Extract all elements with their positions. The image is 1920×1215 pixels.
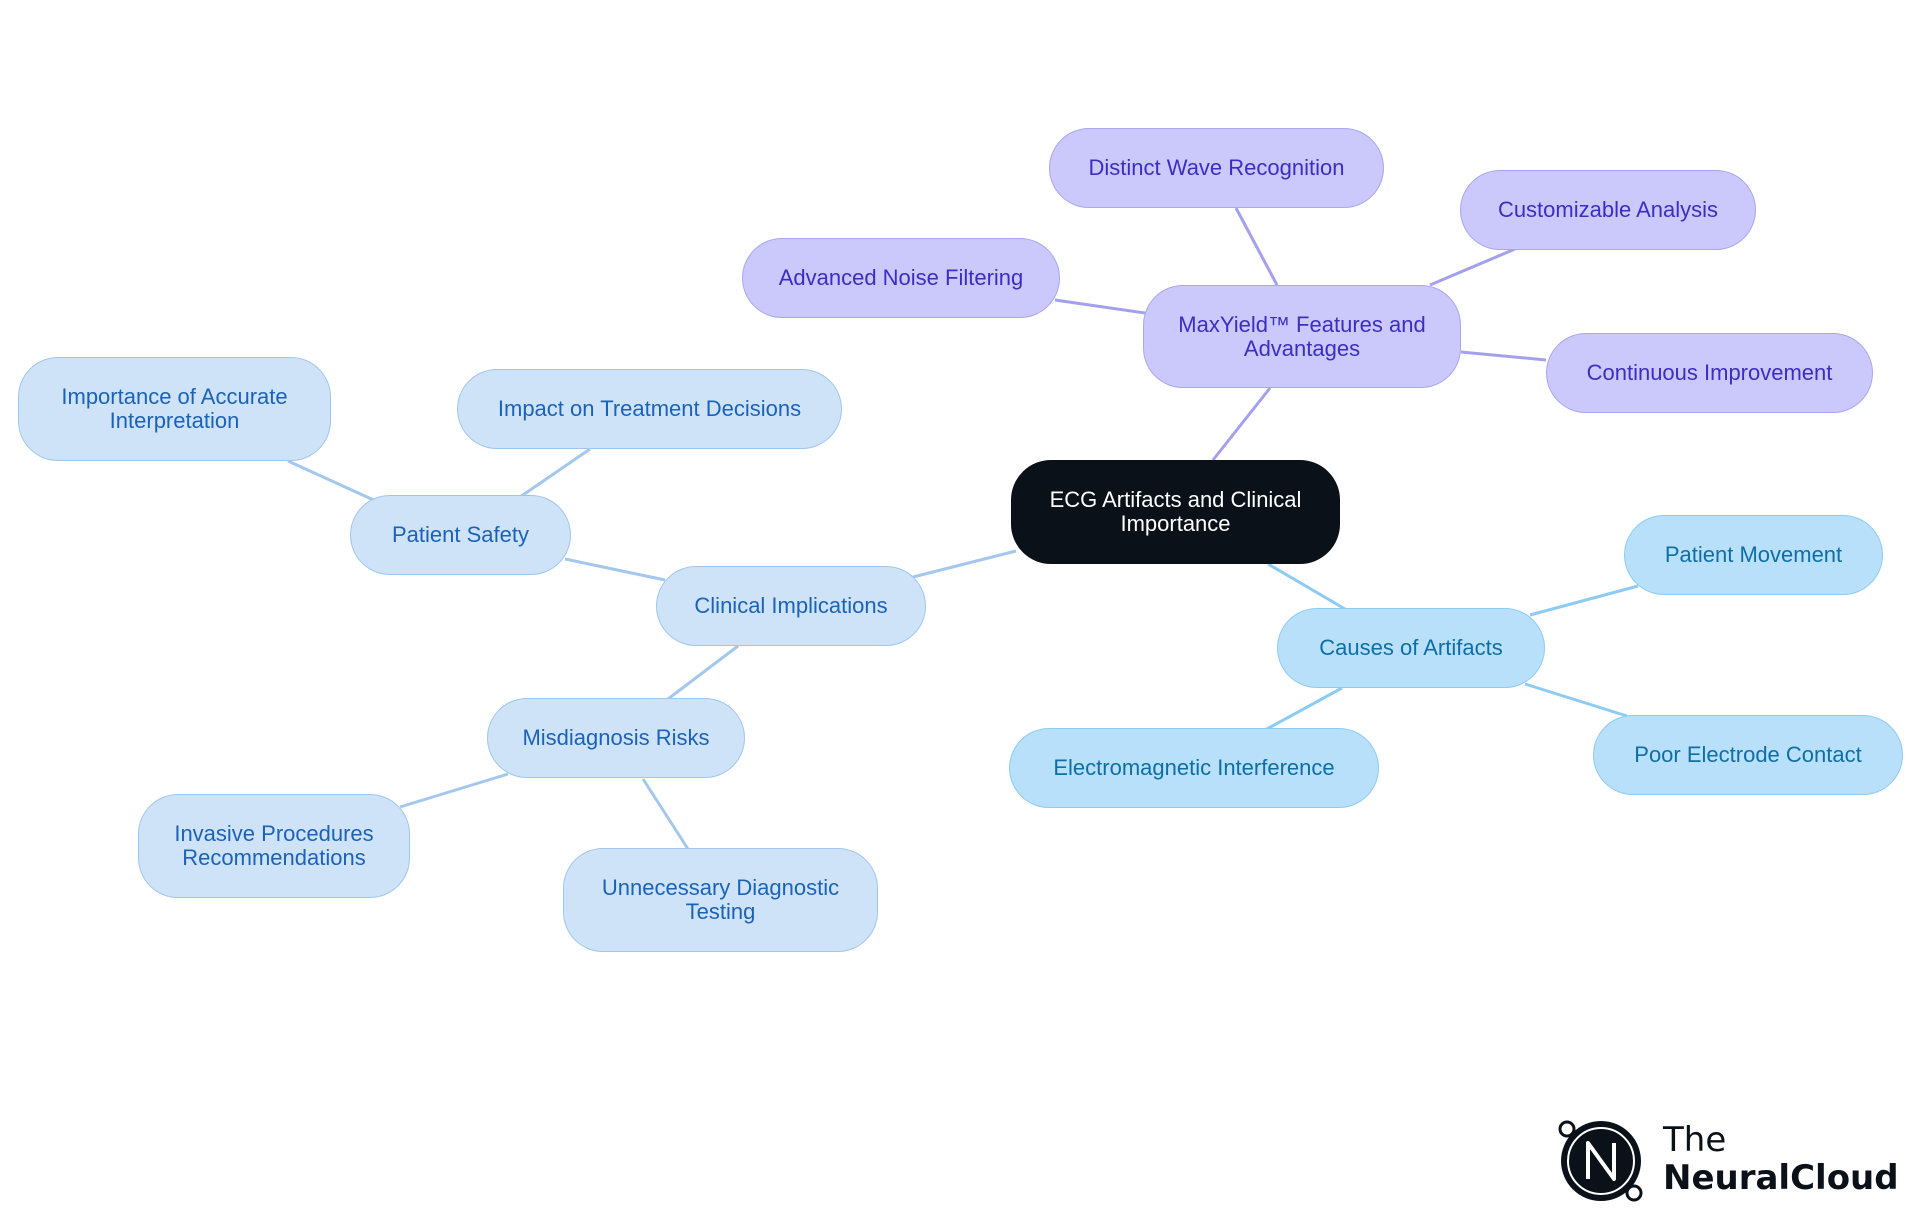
node-poor-electrode-contact: Poor Electrode Contact: [1593, 715, 1903, 795]
neuralcloud-logo-mark: [1558, 1120, 1643, 1202]
node-distinct-wave-recognition: Distinct Wave Recognition: [1049, 128, 1384, 208]
node-clinical-implications: Clinical Implications: [656, 566, 926, 646]
root-node: ECG Artifacts and Clinical Importance: [1011, 460, 1340, 564]
edge-safety-accurate: [287, 459, 379, 504]
neuralcloud-logo: The NeuralCloud: [1555, 1115, 1899, 1207]
node-label: Continuous Improvement: [1586, 360, 1833, 385]
node-causes-of-artifacts: Causes of Artifacts: [1277, 608, 1545, 688]
logo-line-1: The: [1663, 1120, 1727, 1160]
edge-maxyield-continuous: [1460, 350, 1547, 362]
node-impact-treatment-decisions: Impact on Treatment Decisions: [457, 369, 842, 449]
node-electromagnetic-interference: Electromagnetic Interference: [1009, 728, 1379, 808]
node-label: Patient Movement: [1664, 542, 1843, 567]
node-importance-accurate-interpretation: Importance of Accurate Interpretation: [18, 357, 331, 461]
node-invasive-procedures: Invasive Procedures Recommendations: [138, 794, 410, 898]
edge-root-clinical: [912, 549, 1017, 579]
edge-misdiagnosis-invasive: [399, 772, 509, 809]
node-customizable-analysis: Customizable Analysis: [1460, 170, 1756, 250]
edge-maxyield-custom: [1429, 247, 1516, 287]
edge-causes-movement: [1529, 584, 1639, 617]
edge-maxyield-wave: [1234, 207, 1279, 286]
node-label: Electromagnetic Interference: [1053, 755, 1335, 780]
edge-root-causes: [1267, 562, 1346, 611]
node-advanced-noise-filtering: Advanced Noise Filtering: [742, 238, 1060, 318]
edge-misdiagnosis-testing: [641, 778, 690, 850]
logo-line-2: NeuralCloud: [1663, 1158, 1899, 1198]
node-misdiagnosis-risks: Misdiagnosis Risks: [487, 698, 745, 778]
edge-maxyield-noise: [1054, 298, 1146, 315]
neuralcloud-wordmark: The NeuralCloud: [1663, 1121, 1899, 1197]
edge-clinical-safety: [564, 557, 666, 582]
node-maxyield-features: MaxYield™ Features and Advantages: [1143, 285, 1461, 388]
node-label: Customizable Analysis: [1497, 197, 1719, 222]
node-label: Poor Electrode Contact: [1634, 742, 1862, 767]
node-label: Causes of Artifacts: [1319, 635, 1503, 660]
node-label: Misdiagnosis Risks: [522, 725, 710, 750]
edge-causes-emi: [1264, 686, 1343, 732]
node-label: Patient Safety: [392, 522, 529, 547]
edge-causes-electrode: [1524, 682, 1628, 718]
node-unnecessary-diagnostic-testing: Unnecessary Diagnostic Testing: [563, 848, 878, 952]
edge-safety-treatment: [519, 447, 591, 499]
root-label: ECG Artifacts and Clinical Importance: [1049, 487, 1302, 536]
node-label: Distinct Wave Recognition: [1088, 155, 1345, 180]
node-label: MaxYield™ Features and Advantages: [1178, 311, 1426, 361]
node-label: Invasive Procedures Recommendations: [174, 821, 374, 870]
node-label: Advanced Noise Filtering: [778, 265, 1024, 290]
node-continuous-improvement: Continuous Improvement: [1546, 333, 1873, 413]
edge-root-maxyield: [1211, 387, 1272, 461]
node-label: Clinical Implications: [694, 593, 888, 618]
node-patient-safety: Patient Safety: [350, 495, 571, 575]
edge-clinical-misdiagnosis: [667, 644, 739, 701]
node-label: Impact on Treatment Decisions: [497, 396, 802, 421]
node-label: Importance of Accurate Interpretation: [61, 384, 288, 433]
node-label: Unnecessary Diagnostic Testing: [601, 875, 840, 924]
node-patient-movement: Patient Movement: [1624, 515, 1883, 595]
